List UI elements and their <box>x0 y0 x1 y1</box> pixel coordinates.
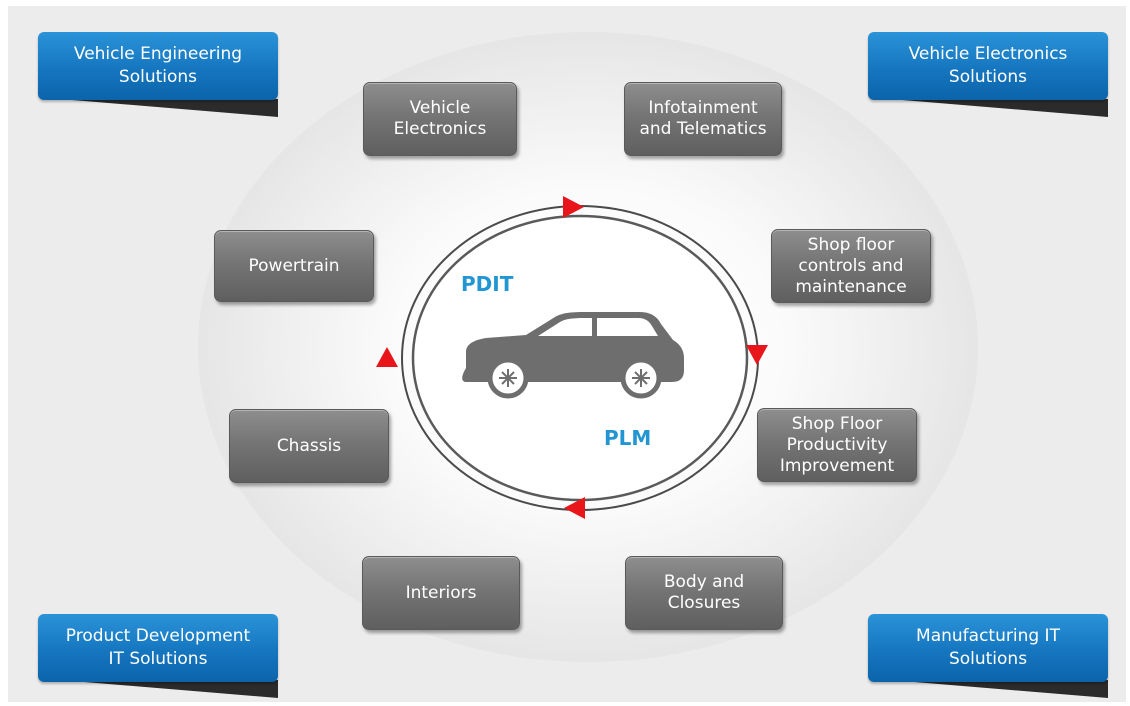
corner-manufacturing-it: Manufacturing IT Solutions <box>868 614 1108 682</box>
car-wheel-spokes <box>499 369 650 387</box>
corner-line: Solutions <box>118 67 198 87</box>
corner-line: Manufacturing IT <box>916 626 1060 646</box>
car-window-rear <box>597 318 658 336</box>
car-icon <box>462 312 684 399</box>
box-line: Chassis <box>276 435 342 456</box>
ribbon-shadow <box>60 99 278 117</box>
car-window-front <box>538 318 592 336</box>
box-line: and Telematics <box>639 119 767 139</box>
box-line: Shop Floor <box>791 413 883 434</box>
arrow-bottom <box>564 497 585 519</box>
corner-product-development: Product Development IT Solutions <box>38 614 278 682</box>
box-line: Shop floor <box>807 234 895 255</box>
box-chassis: Chassis <box>229 409 389 483</box>
box-line: Improvement <box>779 455 895 476</box>
box-interiors: Interiors <box>362 556 520 630</box>
arrow-left <box>376 347 398 367</box>
box-line: Powertrain <box>248 255 340 276</box>
ribbon-shadow <box>60 680 278 698</box>
arrow-right <box>746 345 768 365</box>
corner-line: Solutions <box>948 67 1028 87</box>
box-powertrain: Powertrain <box>214 230 374 302</box>
corner-line: Vehicle Engineering <box>73 44 243 64</box>
ribbon-shadow <box>890 680 1108 698</box>
box-line: Interiors <box>405 582 477 603</box>
box-line: maintenance <box>795 276 907 297</box>
corner-line: Solutions <box>948 649 1028 669</box>
corner-line: IT Solutions <box>108 649 208 669</box>
box-line: Closures <box>667 593 741 613</box>
corner-line: Vehicle Electronics <box>908 44 1068 64</box>
box-line: Electronics <box>393 119 487 139</box>
box-line: Body and <box>663 572 745 592</box>
ribbon-shadow <box>890 99 1108 117</box>
arrow-top <box>563 196 584 218</box>
box-line: Vehicle <box>409 98 471 118</box>
box-line: controls and <box>798 255 904 276</box>
corner-line: Product Development <box>65 626 251 646</box>
box-line: Infotainment <box>648 98 758 118</box>
pdit-label: PDIT <box>461 272 514 296</box>
plm-label: PLM <box>604 426 652 450</box>
box-line: Productivity <box>786 434 888 455</box>
